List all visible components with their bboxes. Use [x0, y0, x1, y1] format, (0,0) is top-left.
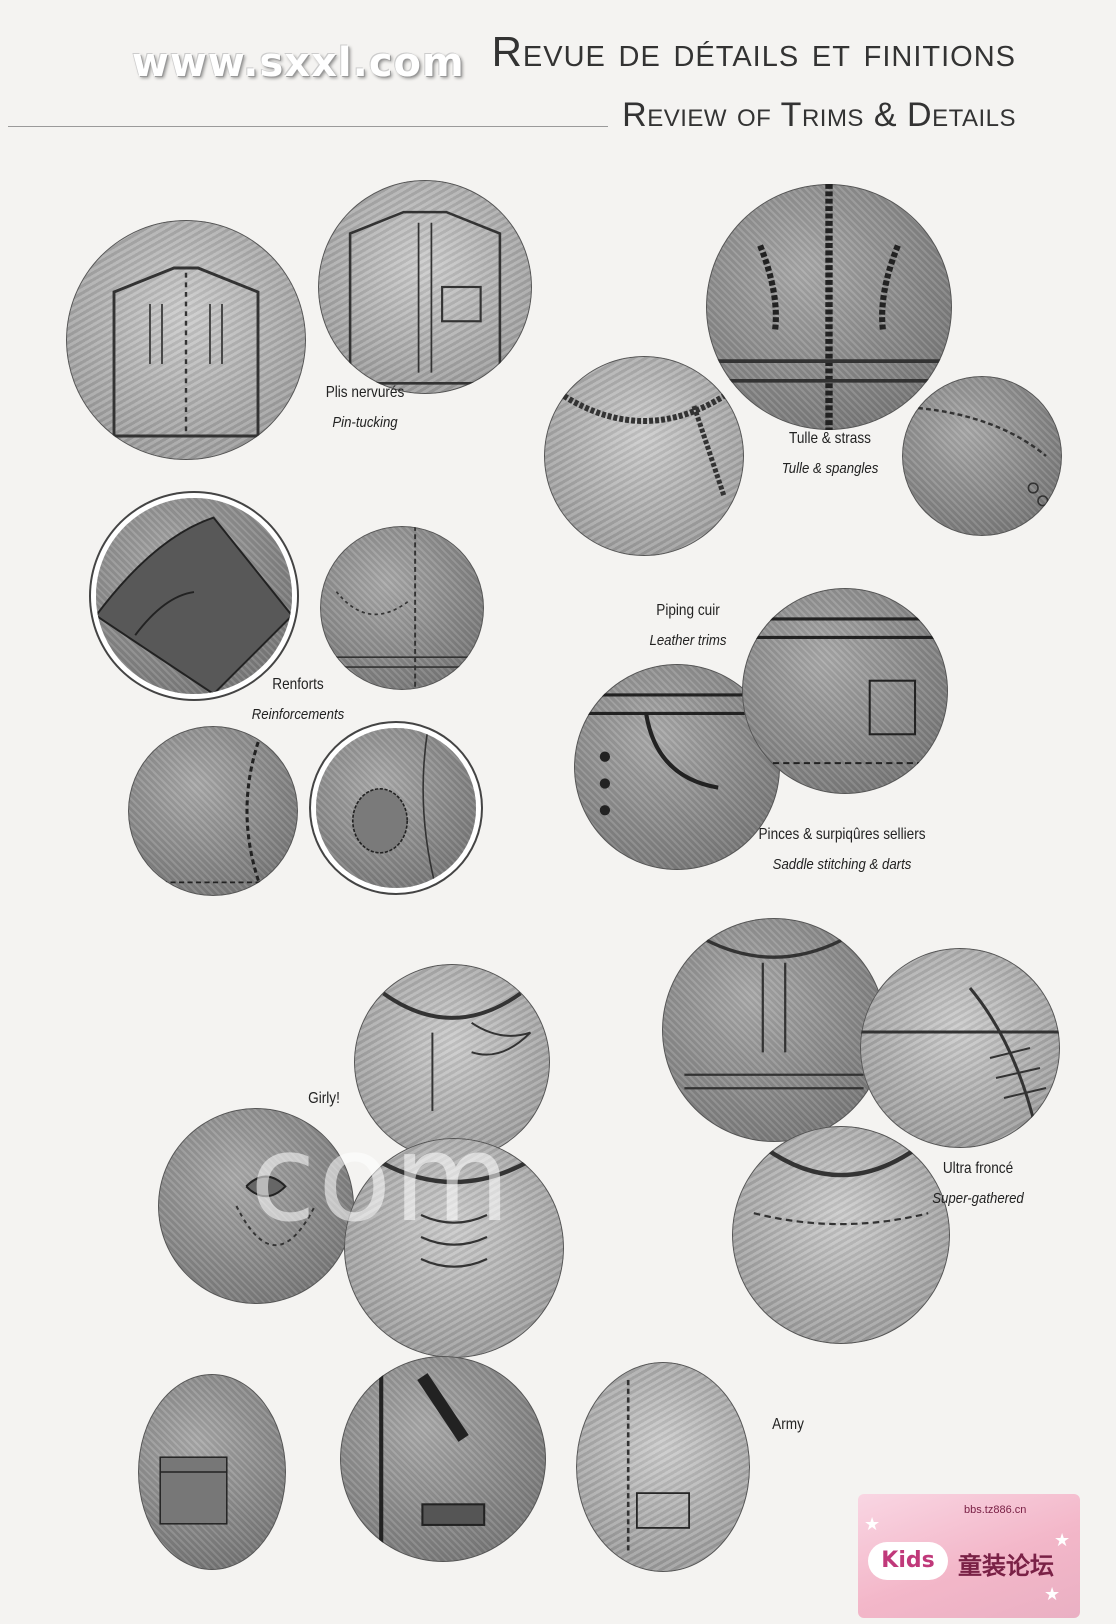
- logo-url: bbs.tz886.cn: [964, 1504, 1027, 1516]
- label-pin-tucking: Plis nervurés Pin-tucking: [319, 384, 411, 431]
- illustration-pin-tucking-shirt-1: [66, 220, 306, 460]
- illustration-reinforcement-pocket: [320, 526, 484, 690]
- label-saddle-fr: Pinces & surpiqûres selliers: [758, 826, 926, 843]
- label-ultra-fr: Ultra froncé: [942, 1160, 1014, 1177]
- illustration-reinforcement-sleeve: [96, 498, 292, 694]
- label-girly: Girly!: [305, 1090, 342, 1108]
- page-title-english: Review of Trims & Details: [622, 96, 1016, 134]
- label-saddle: Pinces & surpiqûres selliers Saddle stit…: [744, 826, 941, 873]
- illustration-gathered-sleeve: [860, 948, 1060, 1148]
- ghost-watermark: com: [250, 1110, 513, 1249]
- label-pin-tucking-fr: Plis nervurés: [325, 384, 405, 401]
- star-icon: ★: [1054, 1530, 1071, 1550]
- label-piping-fr: Piping cuir: [656, 602, 720, 619]
- illustration-reinforcement-seam: [128, 726, 298, 896]
- label-saddle-en: Saddle stitching & darts: [772, 856, 912, 873]
- label-tulle-en: Tulle & spangles: [781, 460, 879, 477]
- label-pin-tucking-en: Pin-tucking: [332, 414, 398, 431]
- illustration-army-jacket-front: [340, 1356, 546, 1562]
- illustration-tulle-zip-jacket: [706, 184, 952, 430]
- star-icon: ★: [1044, 1584, 1061, 1604]
- site-watermark: www.sxxl.com: [132, 40, 465, 86]
- label-renforts-en: Reinforcements: [251, 706, 345, 723]
- label-tulle: Tulle & strass Tulle & spangles: [775, 430, 885, 477]
- logo-forum-name: 童装论坛: [958, 1552, 1054, 1580]
- title-divider: [8, 126, 608, 127]
- illustration-army-shoulder: [576, 1362, 750, 1572]
- illustration-girly-ruffle-bib: [344, 1138, 564, 1358]
- label-piping: Piping cuir Leather trims: [644, 602, 732, 649]
- illustration-gathered-dress: [662, 918, 886, 1142]
- label-tulle-fr: Tulle & strass: [789, 430, 871, 447]
- label-piping-en: Leather trims: [649, 632, 727, 649]
- logo-brand: Kids: [868, 1542, 948, 1580]
- illustration-girly-bow-pocket: [158, 1108, 354, 1304]
- illustration-tulle-pocket: [902, 376, 1062, 536]
- forum-logo: bbs.tz886.cn Kids 童装论坛 ★ ★ ★: [858, 1494, 1080, 1618]
- illustration-saddle-stitch-shorts: [742, 588, 948, 794]
- label-army-fr: Army: [772, 1416, 804, 1433]
- illustration-army-cargo-pocket: [138, 1374, 286, 1570]
- illustration-elbow-patch: [316, 728, 476, 888]
- label-renforts-fr: Renforts: [272, 676, 324, 693]
- illustration-gathered-yoke: [732, 1126, 950, 1344]
- label-army: Army: [769, 1416, 806, 1434]
- illustration-pin-tucking-shirt-2: [318, 180, 532, 394]
- star-icon: ★: [864, 1514, 881, 1534]
- label-ultra-en: Super-gathered: [932, 1190, 1024, 1207]
- label-renforts: Renforts Reinforcements: [245, 676, 350, 723]
- illustration-girly-ruffle-top: [354, 964, 550, 1160]
- label-ultra: Ultra froncé Super-gathered: [926, 1160, 1030, 1207]
- label-girly-fr: Girly!: [308, 1090, 340, 1107]
- illustration-tulle-tshirt: [544, 356, 744, 556]
- page-title-french: Revue de détails et finitions: [491, 28, 1016, 75]
